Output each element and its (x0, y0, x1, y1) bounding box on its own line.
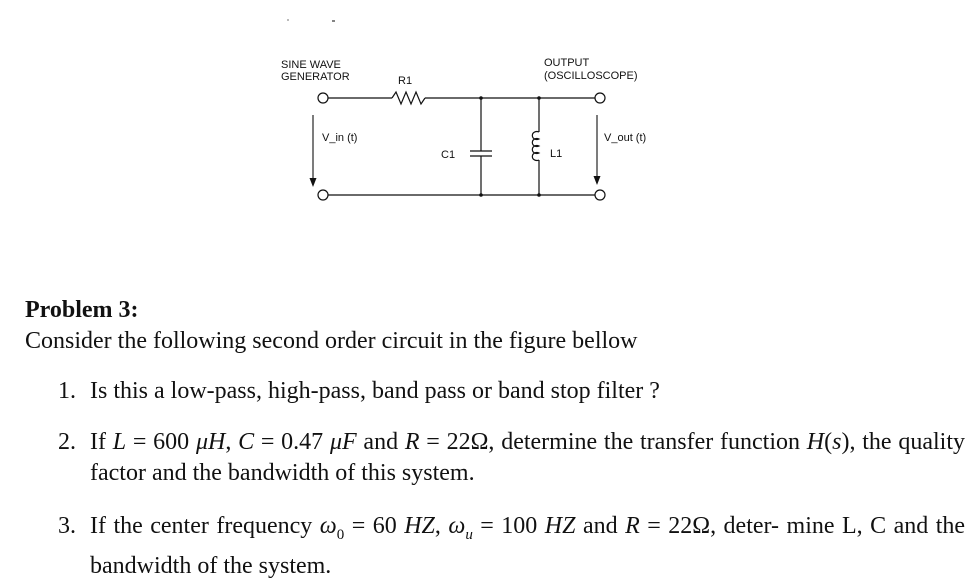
question-3: 3. If the center frequency ω0 = 60 HZ, ω… (25, 511, 965, 582)
question-number: 2. (58, 429, 76, 455)
vin-label: V_in (t) (322, 132, 357, 144)
generator-label-line2: GENERATOR (281, 71, 350, 83)
problem-heading: Problem 3: (25, 297, 139, 323)
question-2: 2. If L = 600 μH, C = 0.47 μF and R = 22… (25, 427, 965, 489)
question-text: Is this a low-pass, high-pass, band pass… (90, 378, 660, 404)
circuit-diagram: SINE WAVE GENERATOR OUTPUT (OSCILLOSCOPE… (281, 19, 646, 201)
r1-label: R1 (398, 75, 412, 87)
question-number: 1. (58, 378, 76, 404)
input-terminal-bottom (317, 189, 329, 201)
resistor-r1 (391, 90, 426, 106)
vout-arrowhead (593, 176, 601, 185)
question-number: 3. (58, 513, 76, 539)
output-label-line2: (OSCILLOSCOPE) (544, 70, 638, 82)
vout-label: V_out (t) (604, 132, 646, 144)
inductor-l1 (531, 130, 541, 162)
input-terminal-top (317, 92, 329, 104)
output-terminal-bottom (594, 189, 606, 201)
output-terminal-top (594, 92, 606, 104)
c1-label: C1 (441, 149, 455, 161)
question-text: If L = 600 μH, C = 0.47 μF and R = 22Ω, … (90, 429, 965, 486)
output-label-line1: OUTPUT (544, 57, 590, 69)
problem-section: Problem 3: Consider the following second… (25, 295, 965, 582)
vin-arrowhead (309, 178, 317, 187)
question-list: 1. Is this a low-pass, high-pass, band p… (25, 376, 965, 582)
l1-label: L1 (550, 148, 562, 160)
question-1: 1. Is this a low-pass, high-pass, band p… (25, 376, 965, 407)
generator-label-line1: SINE WAVE (281, 59, 341, 71)
problem-intro: Consider the following second order circ… (25, 328, 638, 354)
question-text: If the center frequency ω0 = 60 HZ, ωu =… (90, 513, 966, 579)
